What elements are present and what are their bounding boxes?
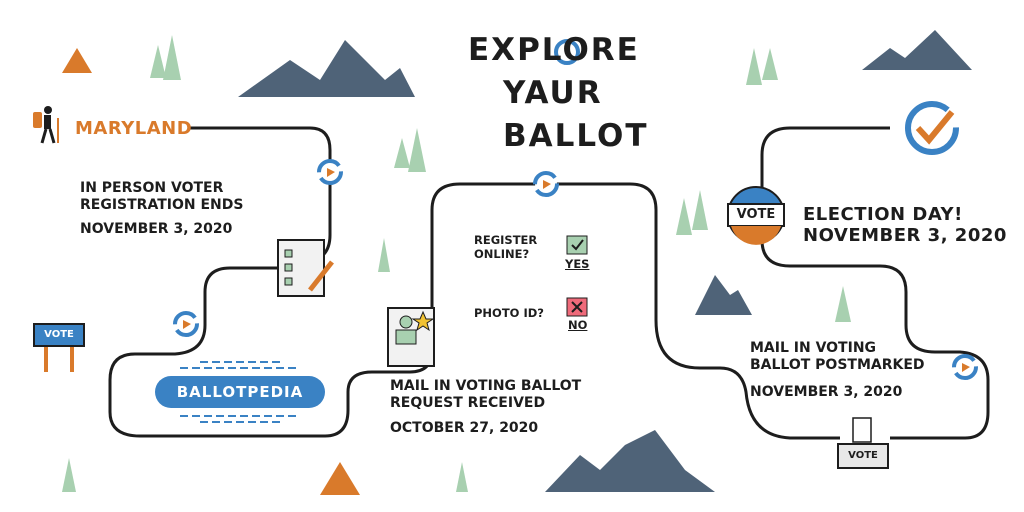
compass-icon <box>533 171 559 197</box>
compass-icon <box>952 354 978 380</box>
milestone-title: MAIL IN VOTING BALLOT POSTMARKED <box>750 340 925 373</box>
vote-sign-text: VOTE <box>44 329 74 340</box>
ballotpedia-logo-graphic <box>155 361 325 423</box>
state-name: MARYLAND <box>75 118 193 139</box>
compass-icon <box>317 159 343 185</box>
no-x-box-icon <box>566 297 588 317</box>
mountains <box>238 30 972 492</box>
milestone-date: NOVEMBER 3, 2020 <box>750 384 903 400</box>
title-line-1: EXPLORE <box>468 32 640 68</box>
trees <box>62 35 851 492</box>
vote-badge-icon <box>727 186 785 245</box>
milestone-date: OCTOBER 27, 2020 <box>390 420 539 436</box>
tent-icons <box>62 48 360 495</box>
answer-no: NO <box>568 318 588 332</box>
checklist-icon <box>277 239 334 297</box>
milestone-title: ELECTION DAY! <box>803 204 963 225</box>
title-compass-icon <box>554 39 580 65</box>
title-line-3: BALLOT <box>503 118 649 154</box>
milestone-title: MAIL IN VOTING BALLOT REQUEST RECEIVED <box>390 378 582 411</box>
vote-badge-text: VOTE <box>736 207 776 222</box>
milestone-title: IN PERSON VOTER REGISTRATION ENDS <box>80 180 244 213</box>
ballot-box-text: VOTE <box>848 450 878 461</box>
question-label: REGISTER ONLINE? <box>474 233 538 261</box>
milestone-date: NOVEMBER 3, 2020 <box>80 221 233 237</box>
answer-yes: YES <box>565 257 590 271</box>
vote-sign-icon <box>33 323 85 372</box>
question-label: PHOTO ID? <box>474 306 544 320</box>
checkmark-circle-icon <box>905 101 959 155</box>
route-path <box>108 126 990 440</box>
ballot-request-icon <box>387 307 435 367</box>
compass-markers <box>173 159 978 380</box>
compass-icon <box>173 311 199 337</box>
yes-checkbox-icon <box>566 235 588 255</box>
ballotpedia-logo: BALLOTPEDIA <box>176 383 304 401</box>
title-line-2: YAUR <box>503 75 603 111</box>
ballot-box-icon <box>837 417 889 469</box>
hiker-icon <box>33 106 59 144</box>
milestone-date: NOVEMBER 3, 2020 <box>803 225 1007 246</box>
